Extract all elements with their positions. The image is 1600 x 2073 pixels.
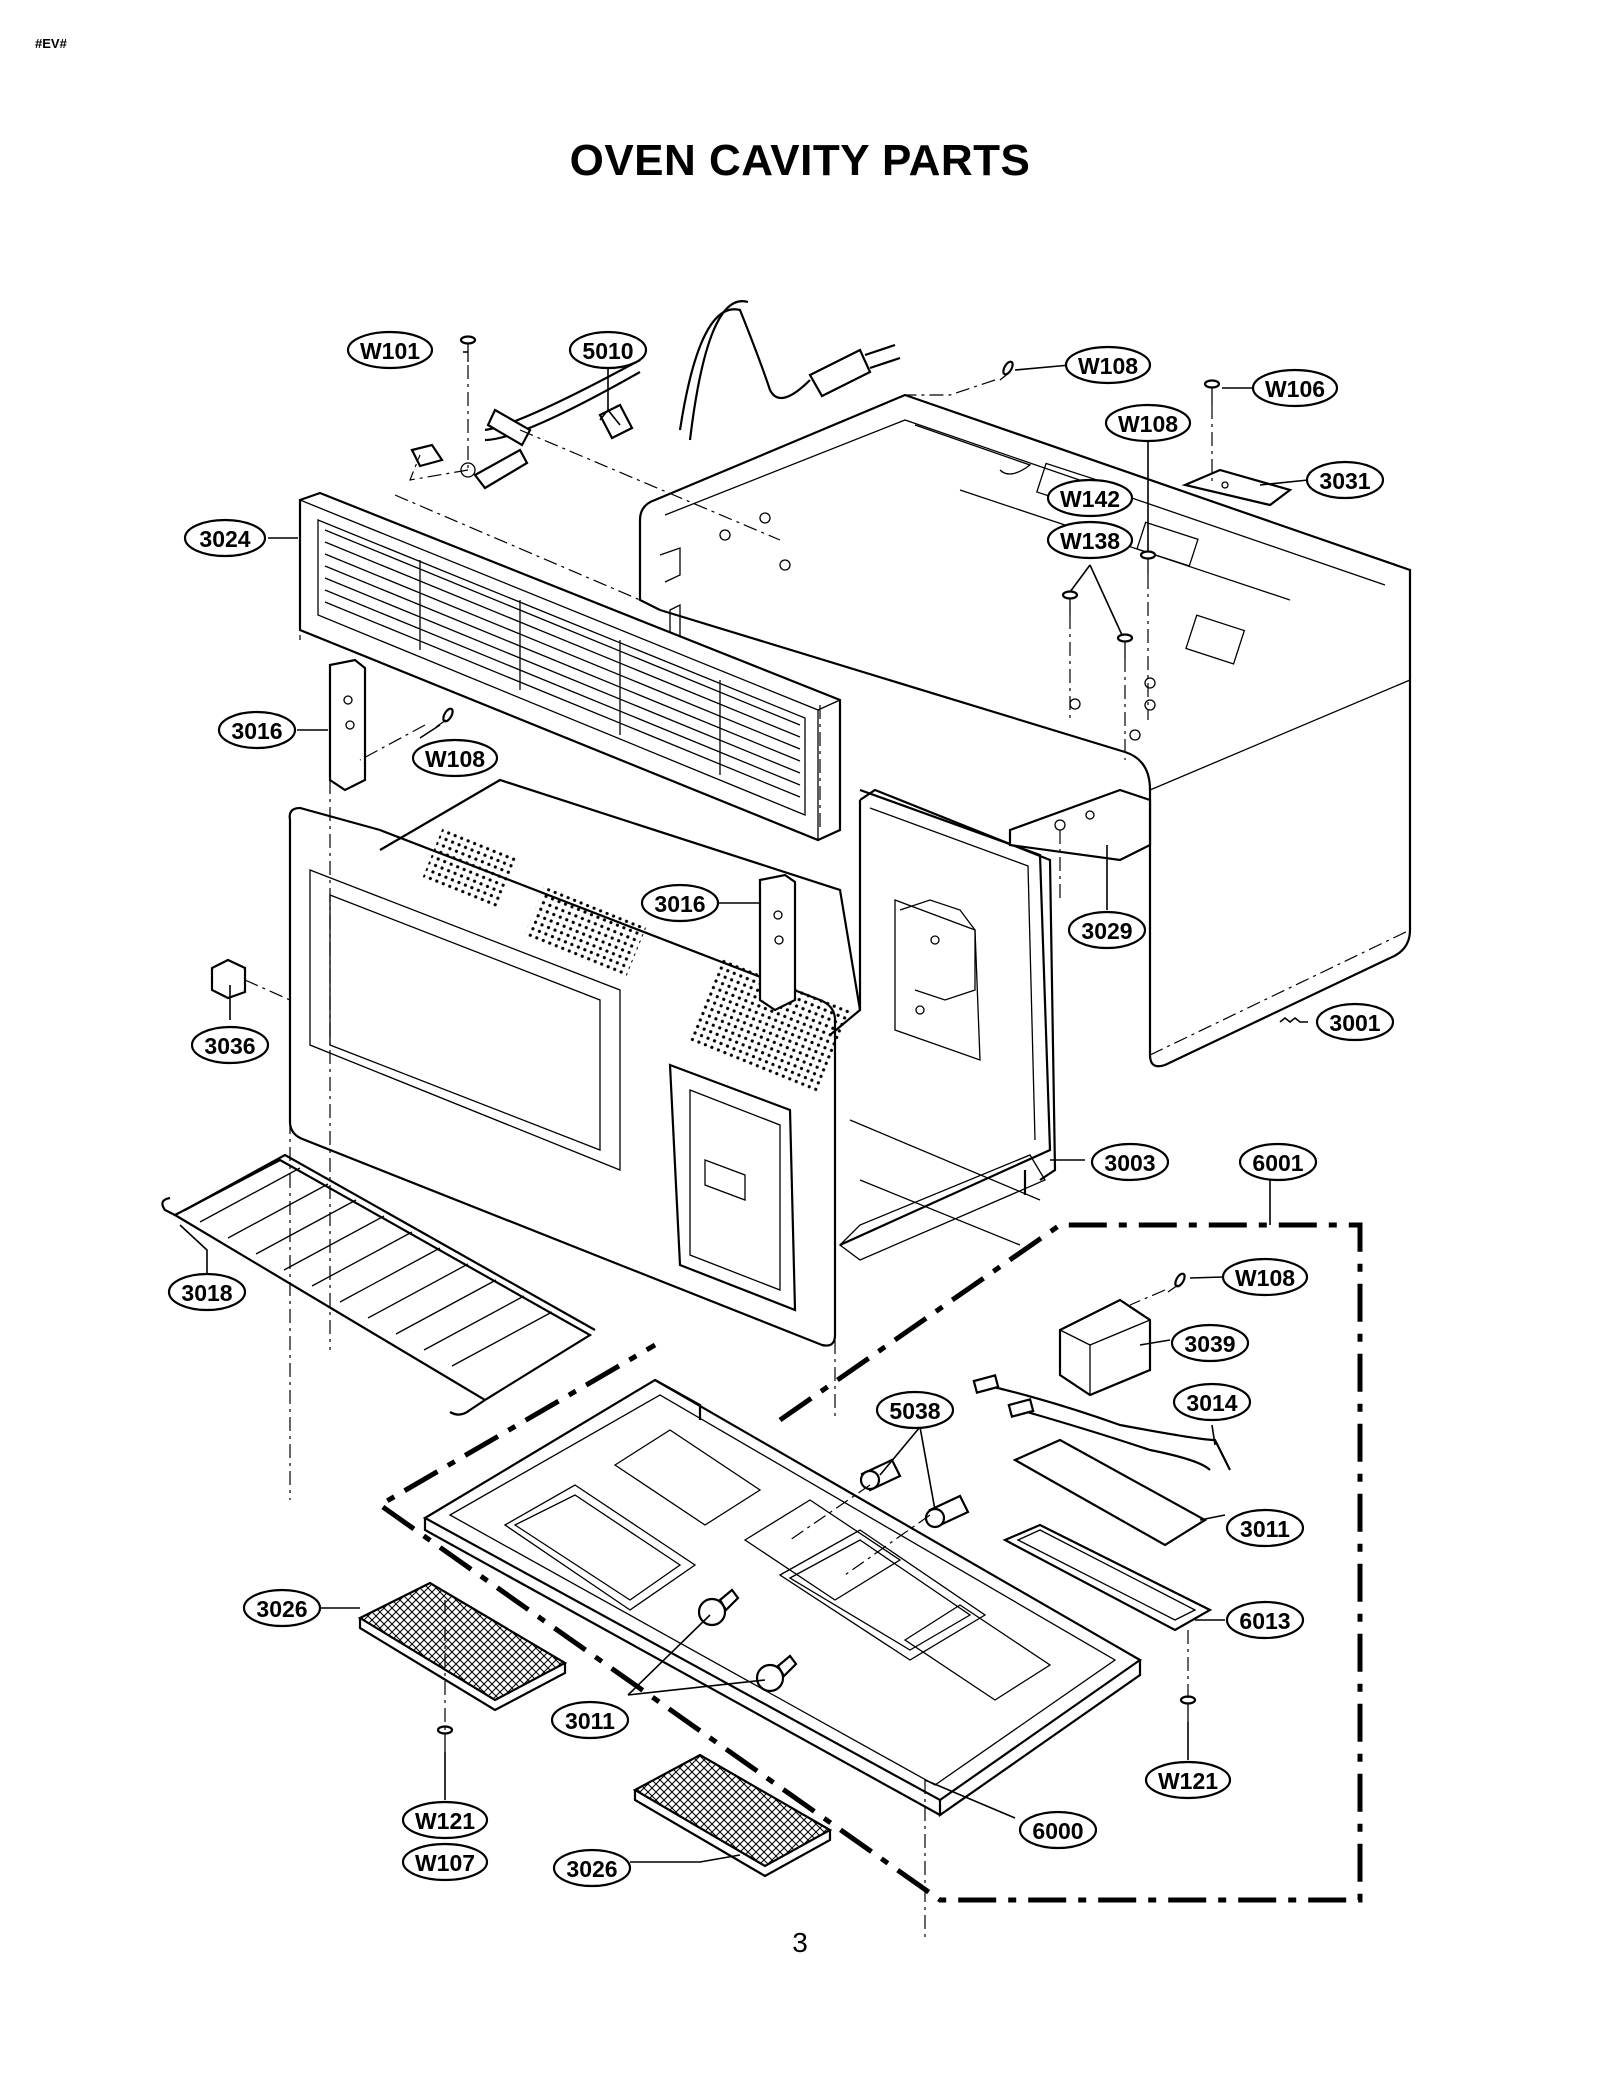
callout-5010: 5010 — [568, 330, 648, 370]
svg-text:3026: 3026 — [256, 1596, 307, 1622]
lamp-cover-3011 — [1002, 1438, 1213, 1632]
wire-harness-3014 — [972, 1374, 1231, 1471]
callout-6013: 6013 — [1225, 1600, 1305, 1640]
callout-3016-upper: 3016 — [217, 710, 297, 750]
callout-3018: 3018 — [167, 1272, 247, 1312]
svg-text:W142: W142 — [1060, 486, 1120, 512]
callout-3011-left: 3011 — [550, 1700, 630, 1740]
leader-lines — [179, 351, 1309, 1863]
callout-3031: 3031 — [1305, 460, 1385, 500]
svg-text:3014: 3014 — [1186, 1390, 1237, 1416]
bracket-3031 — [1181, 468, 1293, 507]
svg-text:W121: W121 — [415, 1808, 475, 1834]
callout-w142: W142 — [1046, 478, 1134, 518]
screw-w138-a — [1061, 590, 1079, 615]
callout-w107: W107 — [401, 1842, 489, 1882]
latch-3036 — [210, 958, 247, 1000]
callout-3001: 3001 — [1315, 1002, 1395, 1042]
callout-6001: 6001 — [1238, 1142, 1318, 1182]
callout-w121-left: W121 — [401, 1800, 489, 1840]
screw-w108-mid — [435, 707, 454, 728]
svg-text:3011: 3011 — [565, 1708, 615, 1734]
sockets-5038 — [859, 1458, 970, 1529]
page-title: OVEN CAVITY PARTS — [569, 136, 1031, 185]
screw-w138-b — [1116, 633, 1134, 658]
callout-3003: 3003 — [1090, 1142, 1170, 1182]
callout-5038: 5038 — [875, 1390, 955, 1430]
callout-3011-right: 3011 — [1225, 1508, 1305, 1548]
screw-w108-lower — [1167, 1272, 1186, 1293]
callout-3029: 3029 — [1067, 910, 1147, 950]
callout-w138: W138 — [1046, 520, 1134, 560]
svg-text:W108: W108 — [1235, 1265, 1295, 1291]
svg-text:3024: 3024 — [199, 526, 250, 552]
screw-w121-left — [436, 1725, 454, 1752]
alignment-lines — [244, 365, 1411, 1940]
callout-w101: W101 — [346, 330, 434, 370]
svg-text:5038: 5038 — [889, 1398, 940, 1424]
header-tag: #EV# — [35, 36, 67, 51]
svg-text:3018: 3018 — [181, 1280, 232, 1306]
kit-6001-boundary — [375, 1222, 1363, 1903]
svg-text:6013: 6013 — [1239, 1608, 1290, 1634]
screw-w108-top — [999, 360, 1014, 381]
callout-3036: 3036 — [190, 1025, 270, 1065]
svg-text:3016: 3016 — [654, 891, 705, 917]
callout-6000: 6000 — [1018, 1810, 1098, 1850]
svg-text:W121: W121 — [1158, 1768, 1218, 1794]
svg-text:3031: 3031 — [1319, 468, 1370, 494]
screw-w121-right — [1179, 1695, 1197, 1722]
svg-text:W101: W101 — [360, 338, 420, 364]
callouts: W101 5010 W108 W106 W108 3031 W142 W138 … — [167, 330, 1395, 1888]
svg-text:W107: W107 — [415, 1850, 475, 1876]
svg-text:6000: 6000 — [1032, 1818, 1083, 1844]
light-bulbs-3011 — [697, 1588, 798, 1693]
callout-3026-bottom: 3026 — [552, 1848, 632, 1888]
svg-text:W106: W106 — [1265, 376, 1325, 402]
svg-text:3026: 3026 — [566, 1856, 617, 1882]
callout-3039: 3039 — [1170, 1323, 1250, 1363]
callout-w121-right: W121 — [1144, 1760, 1232, 1800]
svg-text:3029: 3029 — [1081, 918, 1132, 944]
svg-text:3011: 3011 — [1240, 1516, 1290, 1542]
grease-filter-3026-bottom — [632, 1753, 833, 1878]
callout-w108-right: W108 — [1104, 403, 1192, 443]
bracket-3039 — [1058, 1298, 1152, 1397]
bottom-plate-6000 — [422, 1378, 1143, 1818]
power-cord-5010 — [410, 300, 901, 490]
svg-text:3003: 3003 — [1104, 1150, 1155, 1176]
bracket-3016-lower — [758, 873, 797, 1012]
svg-text:W138: W138 — [1060, 528, 1120, 554]
svg-text:W108: W108 — [425, 746, 485, 772]
svg-text:6001: 6001 — [1252, 1150, 1303, 1176]
svg-text:3036: 3036 — [204, 1033, 255, 1059]
grease-filter-3026-left — [357, 1581, 568, 1712]
screw-w108-right — [1139, 550, 1157, 575]
bracket-3016-upper — [328, 658, 367, 792]
svg-text:W108: W108 — [1118, 411, 1178, 437]
svg-text:3016: 3016 — [231, 718, 282, 744]
callout-w106: W106 — [1251, 368, 1339, 408]
oven-rack-3018 — [161, 1153, 596, 1416]
page-number: 3 — [792, 1927, 808, 1958]
right-side-plate — [859, 788, 1057, 1181]
svg-text:3039: 3039 — [1184, 1331, 1235, 1357]
bracket-3029 — [1008, 788, 1152, 862]
callout-3026-left: 3026 — [242, 1588, 322, 1628]
callout-3014: 3014 — [1172, 1382, 1252, 1422]
svg-text:3001: 3001 — [1329, 1010, 1380, 1036]
svg-text:W108: W108 — [1078, 353, 1138, 379]
inner-cavity-3003 — [288, 778, 1052, 1347]
callout-3016-lower: 3016 — [640, 883, 720, 923]
callout-w108-lower: W108 — [1221, 1257, 1309, 1297]
screw-w101 — [459, 335, 477, 362]
screw-w106 — [1203, 379, 1221, 405]
callout-w108-mid: W108 — [411, 738, 499, 778]
svg-text:5010: 5010 — [582, 338, 633, 364]
vent-grille-3024 — [298, 491, 842, 842]
callout-3024: 3024 — [183, 518, 267, 558]
callout-w108-top: W108 — [1064, 345, 1152, 385]
